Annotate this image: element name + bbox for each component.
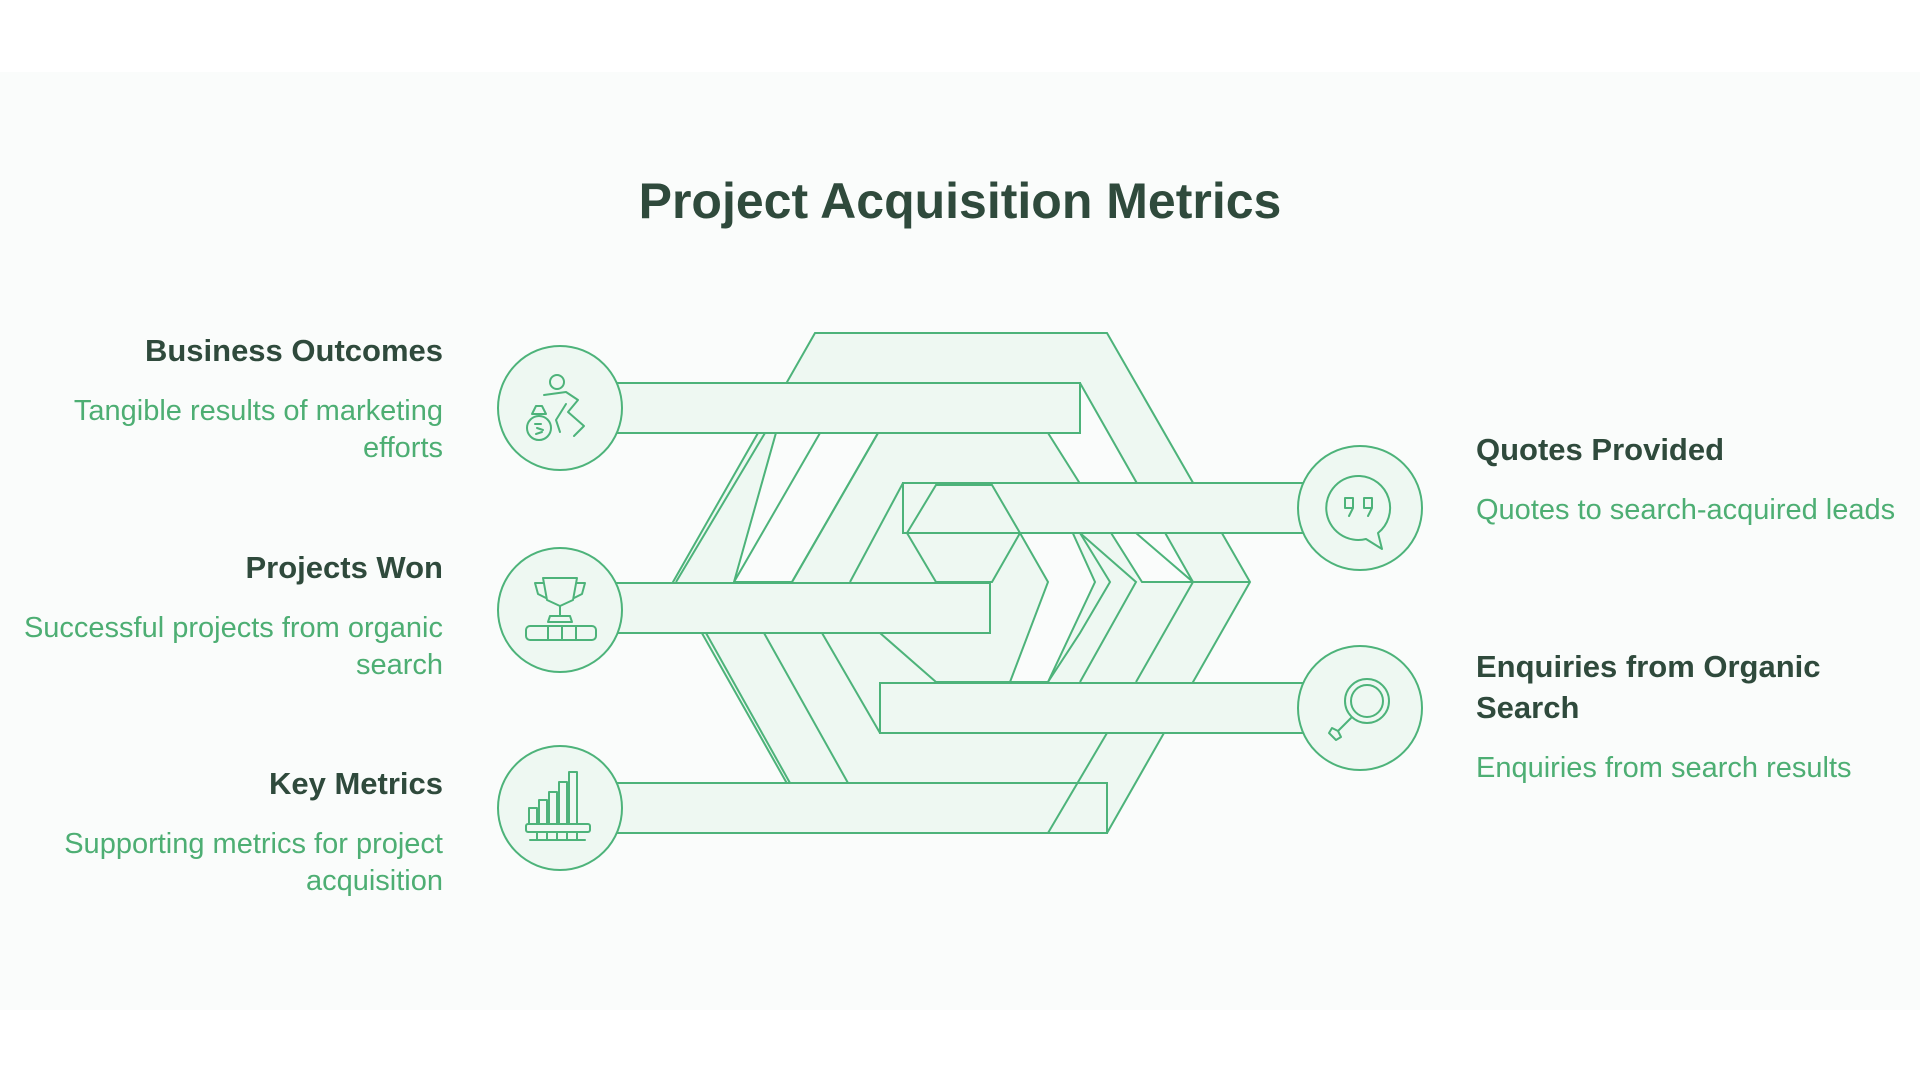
- item-description: Tangible results of marketing efforts: [73, 395, 443, 464]
- item-projects-won: Projects Won Successful projects from or…: [13, 547, 443, 684]
- item-title: Projects Won: [245, 550, 443, 585]
- item-enquiries: Enquiries from Organic Search Enquiries …: [1476, 646, 1876, 787]
- quote-bubble-icon: [1325, 474, 1392, 550]
- trophy-icon: [525, 577, 597, 641]
- item-title: Enquiries from Organic Search: [1476, 649, 1821, 725]
- connector-projects-won: [564, 582, 991, 634]
- diagram-title: Project Acquisition Metrics: [638, 173, 1282, 229]
- magnifier-icon: [1328, 678, 1390, 741]
- item-description: Enquiries from search results: [1476, 752, 1852, 784]
- connector-enquiries: [879, 682, 1374, 734]
- item-business-outcomes: Business Outcomes Tangible results of ma…: [13, 330, 443, 467]
- connector-quotes-provided: [902, 482, 1374, 534]
- item-key-metrics: Key Metrics Supporting metrics for proje…: [13, 763, 443, 900]
- item-quotes-provided: Quotes Provided Quotes to search-acquire…: [1476, 429, 1906, 529]
- connector-key-metrics: [564, 782, 1108, 834]
- item-title: Quotes Provided: [1476, 432, 1725, 467]
- node-business-outcomes: [497, 345, 623, 471]
- money-runner-icon: [526, 374, 585, 441]
- node-enquiries: [1297, 645, 1423, 771]
- item-description: Successful projects from organic search: [23, 612, 443, 681]
- bar-chart-icon: [525, 771, 591, 841]
- item-title: Key Metrics: [268, 766, 443, 801]
- item-description: Quotes to search-acquired leads: [1476, 494, 1896, 526]
- connector-business-outcomes: [564, 382, 1081, 434]
- item-description: Supporting metrics for project acquisiti…: [64, 828, 443, 897]
- item-title: Business Outcomes: [144, 333, 443, 368]
- node-quotes-provided: [1297, 445, 1423, 571]
